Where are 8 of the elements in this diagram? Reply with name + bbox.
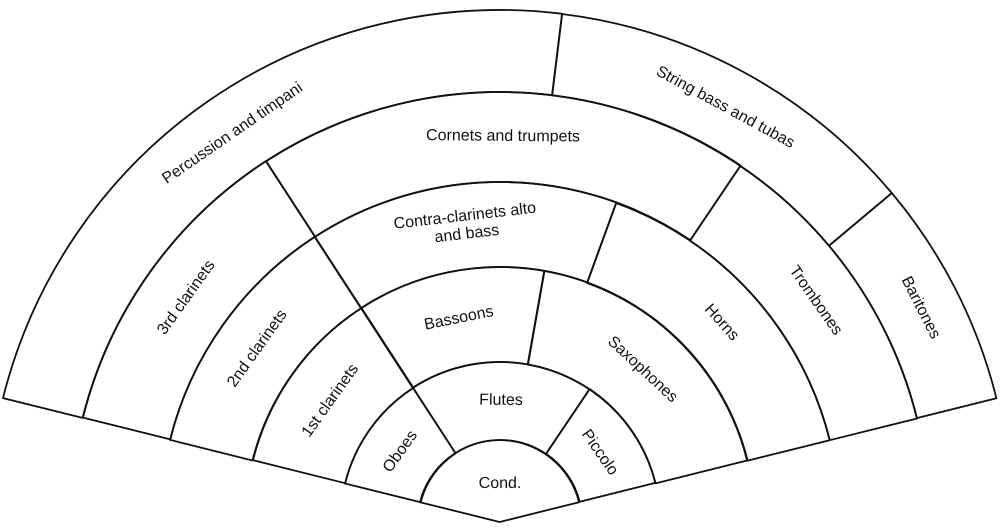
seating-section — [418, 438, 582, 524]
seating-section — [526, 268, 750, 486]
seating-section — [359, 265, 546, 390]
section-label: Flutes — [479, 392, 523, 410]
section-label: Bassoons — [422, 302, 495, 335]
section-label: Cornets and trumpets — [426, 127, 580, 147]
section-label: Cond. — [478, 474, 522, 494]
section-label: Contra-clarinets alto and bass — [392, 200, 538, 249]
